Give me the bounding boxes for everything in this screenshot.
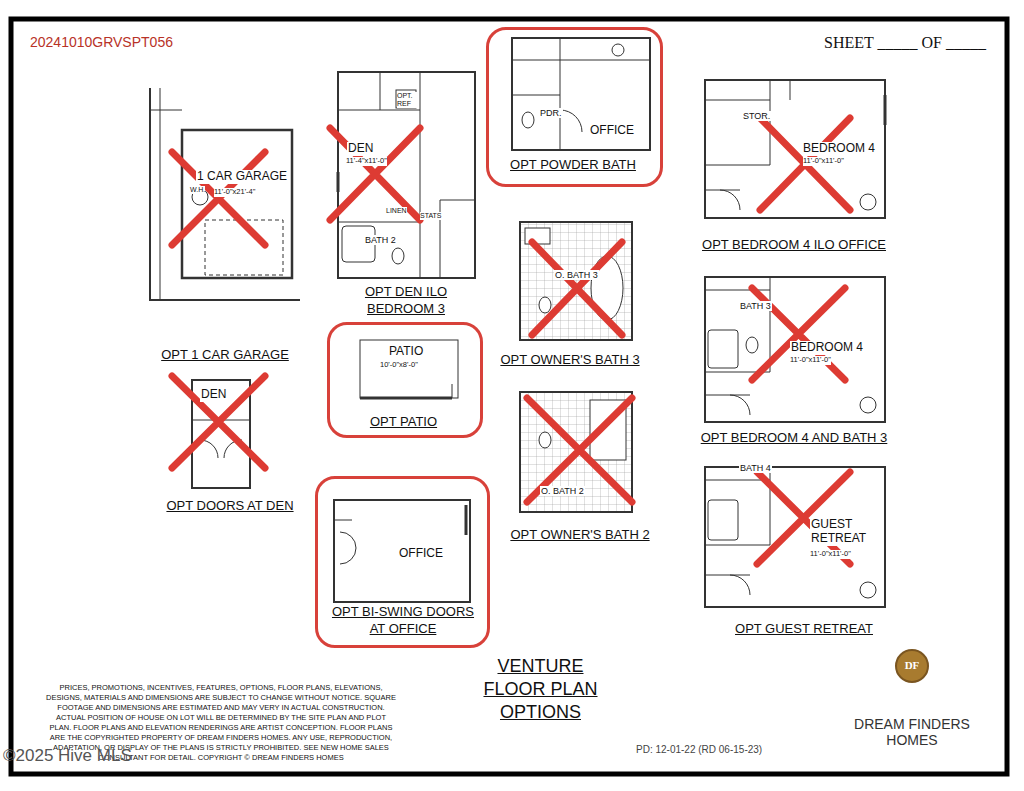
- option-highlight: OFFICE OPT BI-SWING DOORS AT OFFICE: [315, 476, 490, 648]
- room-label: PATIO: [388, 345, 424, 359]
- room-label: STATS: [420, 212, 442, 220]
- option-label: OPT DOORS AT DEN: [150, 497, 310, 514]
- option-label: OPT DEN ILO BEDROOM 3: [336, 283, 476, 317]
- option-highlight: PATIO 10'-0"x8'-0" OPT PATIO: [327, 322, 483, 438]
- room-label: BATH 4: [739, 463, 772, 473]
- option-label: OPT OWNER'S BATH 2: [495, 526, 665, 543]
- dimension: 11'-0"x11'-0": [810, 550, 851, 559]
- room-label: W.H.: [190, 186, 205, 194]
- room-label: O. BATH 3: [554, 270, 599, 280]
- room-label: BATH 2: [364, 235, 397, 245]
- listing-code: 20241010GRVSPT056: [30, 34, 173, 50]
- room-label: OPT. REF: [397, 92, 419, 108]
- room-label: O. BATH 2: [540, 486, 585, 496]
- room-label: BEDROOM 4: [790, 341, 864, 355]
- watermark: ©2025 Hive MLS: [3, 746, 132, 766]
- room-label: OFFICE: [398, 547, 444, 561]
- option-label: OPT 1 CAR GARAGE: [145, 346, 305, 363]
- option-label: OPT BEDROOM 4 ILO OFFICE: [680, 236, 908, 253]
- dimension: 11'-0"x21'-4": [214, 188, 255, 197]
- dimension: 10'-0"x8'-0": [380, 361, 418, 370]
- room-label: OFFICE: [589, 124, 635, 138]
- option-label: OPT BEDROOM 4 AND BATH 3: [680, 429, 908, 446]
- room-label: 1 CAR GARAGE: [196, 170, 288, 184]
- option-label: OPT PATIO: [330, 413, 477, 430]
- option-highlight: PDR. OFFICE OPT POWDER BATH: [486, 27, 663, 187]
- sheet-title: VENTURE FLOOR PLAN OPTIONS: [478, 655, 603, 724]
- plan-date: PD: 12-01-22 (RD 06-15-23): [636, 744, 762, 756]
- dimension: 11'-0"x11'-0": [790, 356, 831, 365]
- logo-mark: DF: [901, 659, 923, 672]
- room-label: STOR.: [742, 111, 771, 121]
- sheet-number: SHEET _____ OF _____: [824, 34, 986, 52]
- dimension: 11'-0"x11'-0": [803, 157, 844, 166]
- room-label: GUEST RETREAT: [810, 518, 874, 546]
- room-label: PDR.: [539, 108, 563, 118]
- room-label: DEN: [347, 142, 374, 156]
- room-label: BEDROOM 4: [802, 142, 876, 156]
- option-label: OPT OWNER'S BATH 3: [490, 351, 650, 368]
- option-label: OPT GUEST RETREAT: [714, 620, 894, 637]
- brand-name: DREAM FINDERS HOMES: [852, 716, 972, 748]
- option-label: OPT POWDER BATH: [489, 156, 657, 173]
- room-label: BATH 3: [739, 301, 772, 311]
- room-label: LINEN: [386, 207, 407, 215]
- dimension: 11'-4"x11'-0": [346, 157, 387, 166]
- room-label: DEN: [200, 388, 227, 402]
- option-label: OPT BI-SWING DOORS AT OFFICE: [324, 603, 482, 637]
